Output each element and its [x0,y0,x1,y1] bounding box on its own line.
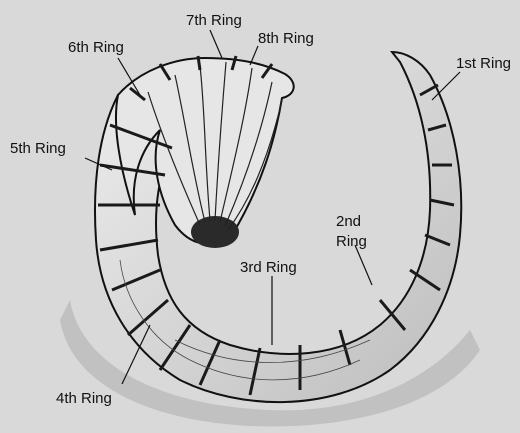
label-6th-ring: 6th Ring [68,39,124,56]
label-2nd-ring-line2: Ring [336,233,367,250]
label-8th-ring: 8th Ring [258,30,314,47]
label-7th-ring: 7th Ring [186,12,242,29]
label-3rd-ring: 3rd Ring [240,259,297,276]
label-2nd-ring-line1: 2nd [336,213,361,230]
label-1st-ring: 1st Ring [456,55,511,72]
label-5th-ring: 5th Ring [10,140,66,157]
label-4th-ring: 4th Ring [56,390,112,407]
